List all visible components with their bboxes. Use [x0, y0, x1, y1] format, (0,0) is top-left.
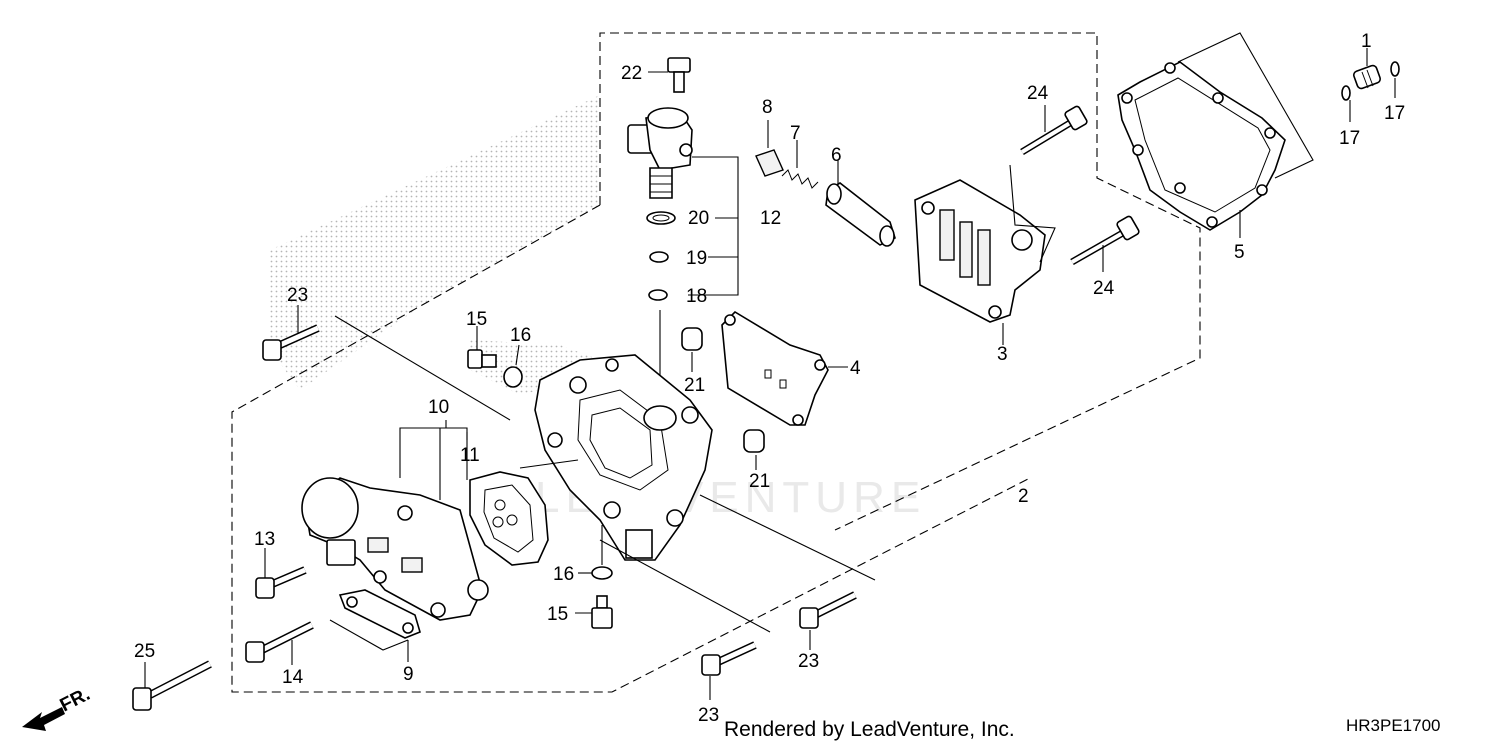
callout-20: 20 [688, 208, 709, 229]
callout-23-a: 23 [287, 285, 308, 306]
part-18-o-ring [648, 289, 668, 301]
callout-22: 22 [621, 63, 642, 84]
callout-5: 5 [1234, 242, 1245, 263]
callout-14: 14 [282, 667, 304, 688]
part-7-spring [781, 169, 819, 189]
callout-23-b: 23 [798, 651, 819, 672]
part-14-bolt [245, 621, 314, 663]
upper-assembly-boundary [599, 32, 1201, 531]
part-6-valve [825, 182, 896, 247]
part-23-bolt-b [701, 641, 757, 676]
callout-3: 3 [997, 344, 1008, 365]
part-13-bolt [255, 566, 307, 599]
part-3-cover [914, 179, 1046, 323]
callout-18: 18 [686, 286, 707, 307]
part-24-bolt-b [1070, 215, 1140, 266]
part-4-separator-plate [721, 310, 829, 426]
part-5-gasket [1117, 61, 1286, 231]
callout-23-c: 23 [698, 705, 719, 726]
callout-10: 10 [428, 397, 449, 418]
part-8-plate [755, 149, 784, 177]
callout-6: 6 [831, 145, 842, 166]
callout-9: 9 [403, 664, 414, 685]
part-9-plate [338, 589, 421, 639]
part-2-valve-body [534, 354, 713, 561]
part-24-bolt-a [1020, 105, 1088, 155]
callout-1: 1 [1361, 31, 1372, 52]
callout-19: 19 [686, 248, 707, 269]
part-21-dowel-b [743, 429, 765, 453]
part-25-bolt [132, 660, 212, 711]
callout-21-a: 21 [684, 375, 705, 396]
part-19-o-ring [649, 251, 669, 263]
callout-8: 8 [762, 97, 773, 118]
callout-11: 11 [460, 445, 480, 466]
part-16-washer-b [591, 566, 613, 580]
part-20-o-ring [646, 211, 676, 225]
part-15-plug-b [591, 595, 613, 629]
callout-15-a: 15 [466, 309, 487, 330]
callout-21-b: 21 [749, 471, 770, 492]
callout-16-a: 16 [510, 325, 531, 346]
diagram-code: HR3PE1700 [1346, 716, 1441, 735]
part-23-bolt-a [262, 324, 320, 361]
callout-4: 4 [850, 358, 861, 379]
callout-24-a: 24 [1027, 83, 1049, 104]
part-23-bolt-c [799, 591, 857, 629]
shaded-region [270, 95, 600, 390]
callout-7: 7 [790, 123, 801, 144]
part-21-dowel-a [681, 327, 703, 351]
callout-15-b: 15 [547, 604, 568, 625]
callout-24-b: 24 [1093, 278, 1115, 299]
part-22-bolt [667, 57, 691, 93]
part-17-washer-a [1390, 61, 1400, 77]
part-17-washer-b [1341, 85, 1351, 101]
part-15-plug-a [467, 349, 497, 369]
part-11-gasket [469, 471, 549, 566]
part-16-washer-a [503, 366, 523, 388]
callout-12: 12 [760, 208, 781, 229]
front-arrow: FR. [22, 684, 94, 731]
part-10-solenoid [301, 477, 489, 621]
part-1-plug [1352, 64, 1382, 90]
callout-13: 13 [254, 529, 275, 550]
callout-17-a: 17 [1384, 103, 1405, 124]
callout-25: 25 [134, 641, 155, 662]
lower-assembly-boundary [231, 204, 1031, 693]
part-12-solenoid [627, 107, 693, 199]
rendered-by-credit: Rendered by LeadVenture, Inc. [724, 718, 1015, 741]
callout-17-b: 17 [1339, 128, 1360, 149]
callout-16-b: 16 [553, 564, 574, 585]
callout-2: 2 [1018, 486, 1029, 507]
